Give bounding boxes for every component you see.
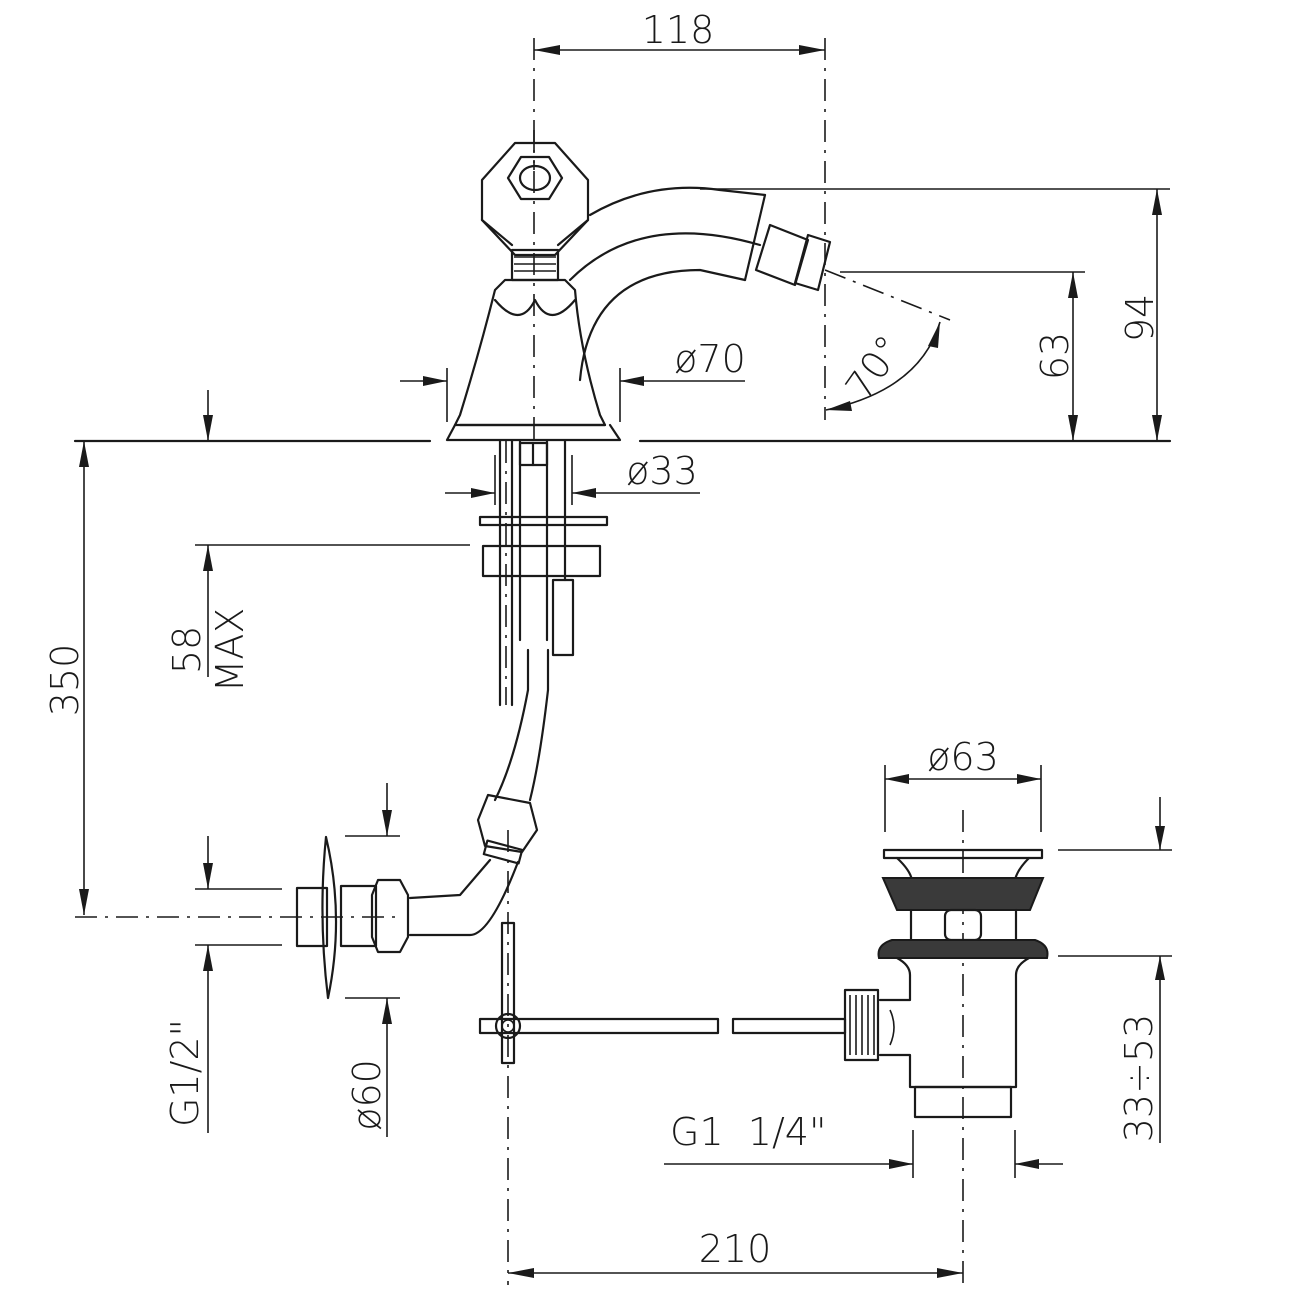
label-waste-thread: G1 1/4" [670, 1110, 826, 1154]
dim-deck-thickness: 58 MAX [165, 390, 470, 692]
label-rosette-diameter: ø60 [345, 1059, 389, 1131]
wall-inlet [295, 835, 410, 1000]
label-waste-flange-diameter: ø63 [927, 735, 999, 779]
dim-waste-flange-diameter: ø63 [884, 735, 1042, 832]
dim-base-diameter: ø70 [400, 337, 746, 422]
label-hose-length: 350 [43, 644, 87, 717]
dim-inlet-thread: G1/2" [163, 836, 282, 1133]
popup-waste [843, 810, 1049, 1285]
dim-mixer-to-waste: 210 [508, 1227, 963, 1278]
mixer-shank [478, 439, 609, 707]
dim-waste-adjust-range: 33÷53 [1058, 797, 1172, 1143]
flexible-hose [408, 648, 550, 937]
label-spout-reach: 118 [642, 8, 715, 52]
dim-spout-reach: 118 [533, 8, 826, 420]
label-deck-thickness-note: MAX [208, 608, 252, 693]
label-base-diameter: ø70 [674, 337, 746, 381]
dim-shank-diameter: ø33 [445, 449, 700, 505]
label-inlet-thread: G1/2" [163, 1019, 207, 1127]
label-nozzle-height: 63 [1033, 332, 1077, 380]
label-total-height: 94 [1118, 294, 1162, 342]
mixer-body [445, 278, 622, 442]
mixer-handle [480, 141, 590, 257]
dim-nozzle-height: 63 [840, 271, 1085, 441]
label-nozzle-angle: 70° [837, 327, 912, 407]
dim-total-height: 94 [700, 188, 1170, 441]
label-deck-thickness: 58 [165, 626, 209, 674]
label-mixer-to-waste: 210 [699, 1227, 772, 1271]
popup-rod [478, 830, 847, 1285]
label-shank-diameter: ø33 [626, 449, 698, 493]
dim-waste-thread: G1 1/4" [664, 1110, 1063, 1178]
mixer-spout [568, 186, 832, 382]
dim-hose-length: 350 [43, 441, 400, 918]
dim-nozzle-angle: 70° [824, 269, 951, 411]
dim-rosette-diameter: ø60 [345, 783, 400, 1137]
label-waste-adjust-range: 33÷53 [1117, 1014, 1161, 1143]
